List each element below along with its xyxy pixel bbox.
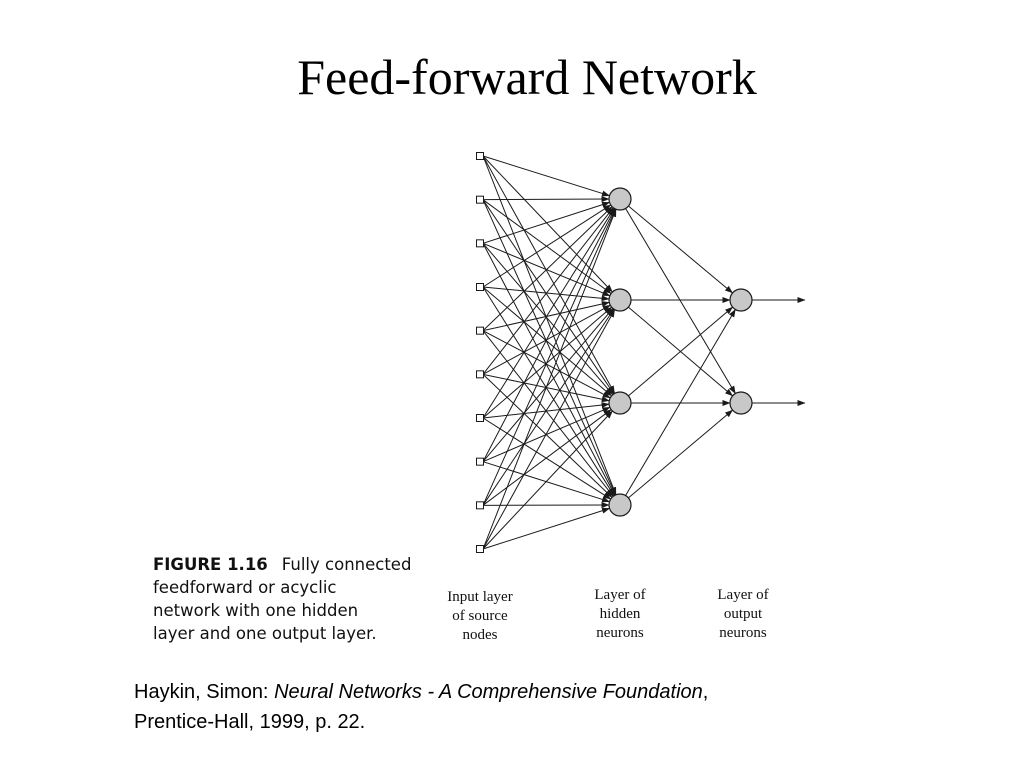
input-hidden-connection xyxy=(482,155,617,496)
label-line: neurons xyxy=(596,625,644,641)
input-hidden-connection xyxy=(482,207,614,375)
input-hidden-connection xyxy=(482,409,612,506)
input-hidden-connection xyxy=(482,196,610,203)
input-hidden-connection xyxy=(482,330,614,497)
input-node xyxy=(476,370,484,379)
input-hidden-connection xyxy=(482,507,611,550)
figure-number: FIGURE 1.16 xyxy=(153,555,268,574)
citation-work: Neural Networks - A Comprehensive Founda… xyxy=(274,681,703,703)
input-hidden-connection xyxy=(482,243,614,396)
figure-caption: FIGURE 1.16 Fully connected feedforward o… xyxy=(153,553,433,645)
citation-publisher: Prentice-Hall, 1999, p. 22. xyxy=(134,711,366,733)
label-line: output xyxy=(723,606,763,622)
input-node xyxy=(476,195,484,204)
hidden-output-connection xyxy=(628,205,733,294)
input-node xyxy=(476,326,484,335)
input-hidden-connection xyxy=(482,201,611,244)
citation-author: Haykin, Simon: xyxy=(134,681,275,703)
label-line: Layer of xyxy=(594,587,646,603)
input-hidden-connection xyxy=(482,204,612,288)
input-hidden-connection xyxy=(482,206,613,332)
input-hidden-connection xyxy=(482,243,616,496)
input-hidden-connection xyxy=(482,155,610,197)
input-hidden-connection xyxy=(482,208,616,462)
hidden-neuron xyxy=(608,391,632,415)
input-hidden-connection xyxy=(482,199,612,294)
hidden-output-connection xyxy=(628,409,733,499)
input-node xyxy=(476,414,484,422)
input-hidden-connection xyxy=(482,373,613,498)
label-line: of source xyxy=(452,608,508,624)
hidden-output-connection xyxy=(628,306,734,397)
input-hidden-connection xyxy=(482,308,614,462)
hidden-neuron xyxy=(608,187,632,211)
hidden-output-connection xyxy=(625,309,736,496)
connections xyxy=(482,155,806,550)
input-hidden-connection xyxy=(482,286,615,497)
input-hidden-connection xyxy=(482,417,612,500)
label-line: hidden xyxy=(599,606,641,622)
input-hidden-connection xyxy=(482,207,615,419)
input-hidden-connection xyxy=(482,155,616,394)
label-line: Input layer xyxy=(447,589,513,605)
input-hidden-connection xyxy=(482,410,613,550)
input-hidden-connection xyxy=(482,199,616,496)
input-hidden-connection xyxy=(482,308,615,506)
input-hidden-connection xyxy=(482,208,617,550)
input-hidden-connection xyxy=(482,199,615,395)
caption-line: network with one hidden xyxy=(153,601,359,620)
input-hidden-connection xyxy=(482,309,616,550)
caption-line: Fully connected xyxy=(281,555,412,574)
input-node xyxy=(476,152,484,160)
citation-punct: , xyxy=(702,681,709,703)
hidden-neuron xyxy=(608,493,632,517)
label-line: neurons xyxy=(719,625,767,641)
input-layer-label: Input layer of source nodes xyxy=(425,588,535,645)
input-hidden-connection xyxy=(482,286,612,397)
output-neuron xyxy=(729,288,753,312)
output-layer-label: Layer of output neurons xyxy=(688,586,798,643)
label-line: Layer of xyxy=(717,587,769,603)
nodes xyxy=(476,152,753,553)
input-node xyxy=(476,545,484,553)
label-line: nodes xyxy=(462,627,498,643)
hidden-neuron xyxy=(608,288,632,312)
input-hidden-connection xyxy=(482,155,613,293)
slide-title: Feed-forward Network xyxy=(297,49,757,105)
input-node xyxy=(476,501,484,510)
hidden-output-connection xyxy=(625,208,736,394)
input-hidden-connection xyxy=(482,208,616,506)
caption-line: feedforward or acyclic xyxy=(153,578,337,597)
input-node xyxy=(476,239,484,248)
output-neuron xyxy=(729,391,753,415)
input-node xyxy=(476,283,484,291)
input-node xyxy=(476,457,484,466)
citation: Haykin, Simon: Neural Networks - A Compr… xyxy=(134,677,934,737)
hidden-layer-label: Layer of hidden neurons xyxy=(565,586,675,643)
caption-line: layer and one output layer. xyxy=(153,624,377,643)
